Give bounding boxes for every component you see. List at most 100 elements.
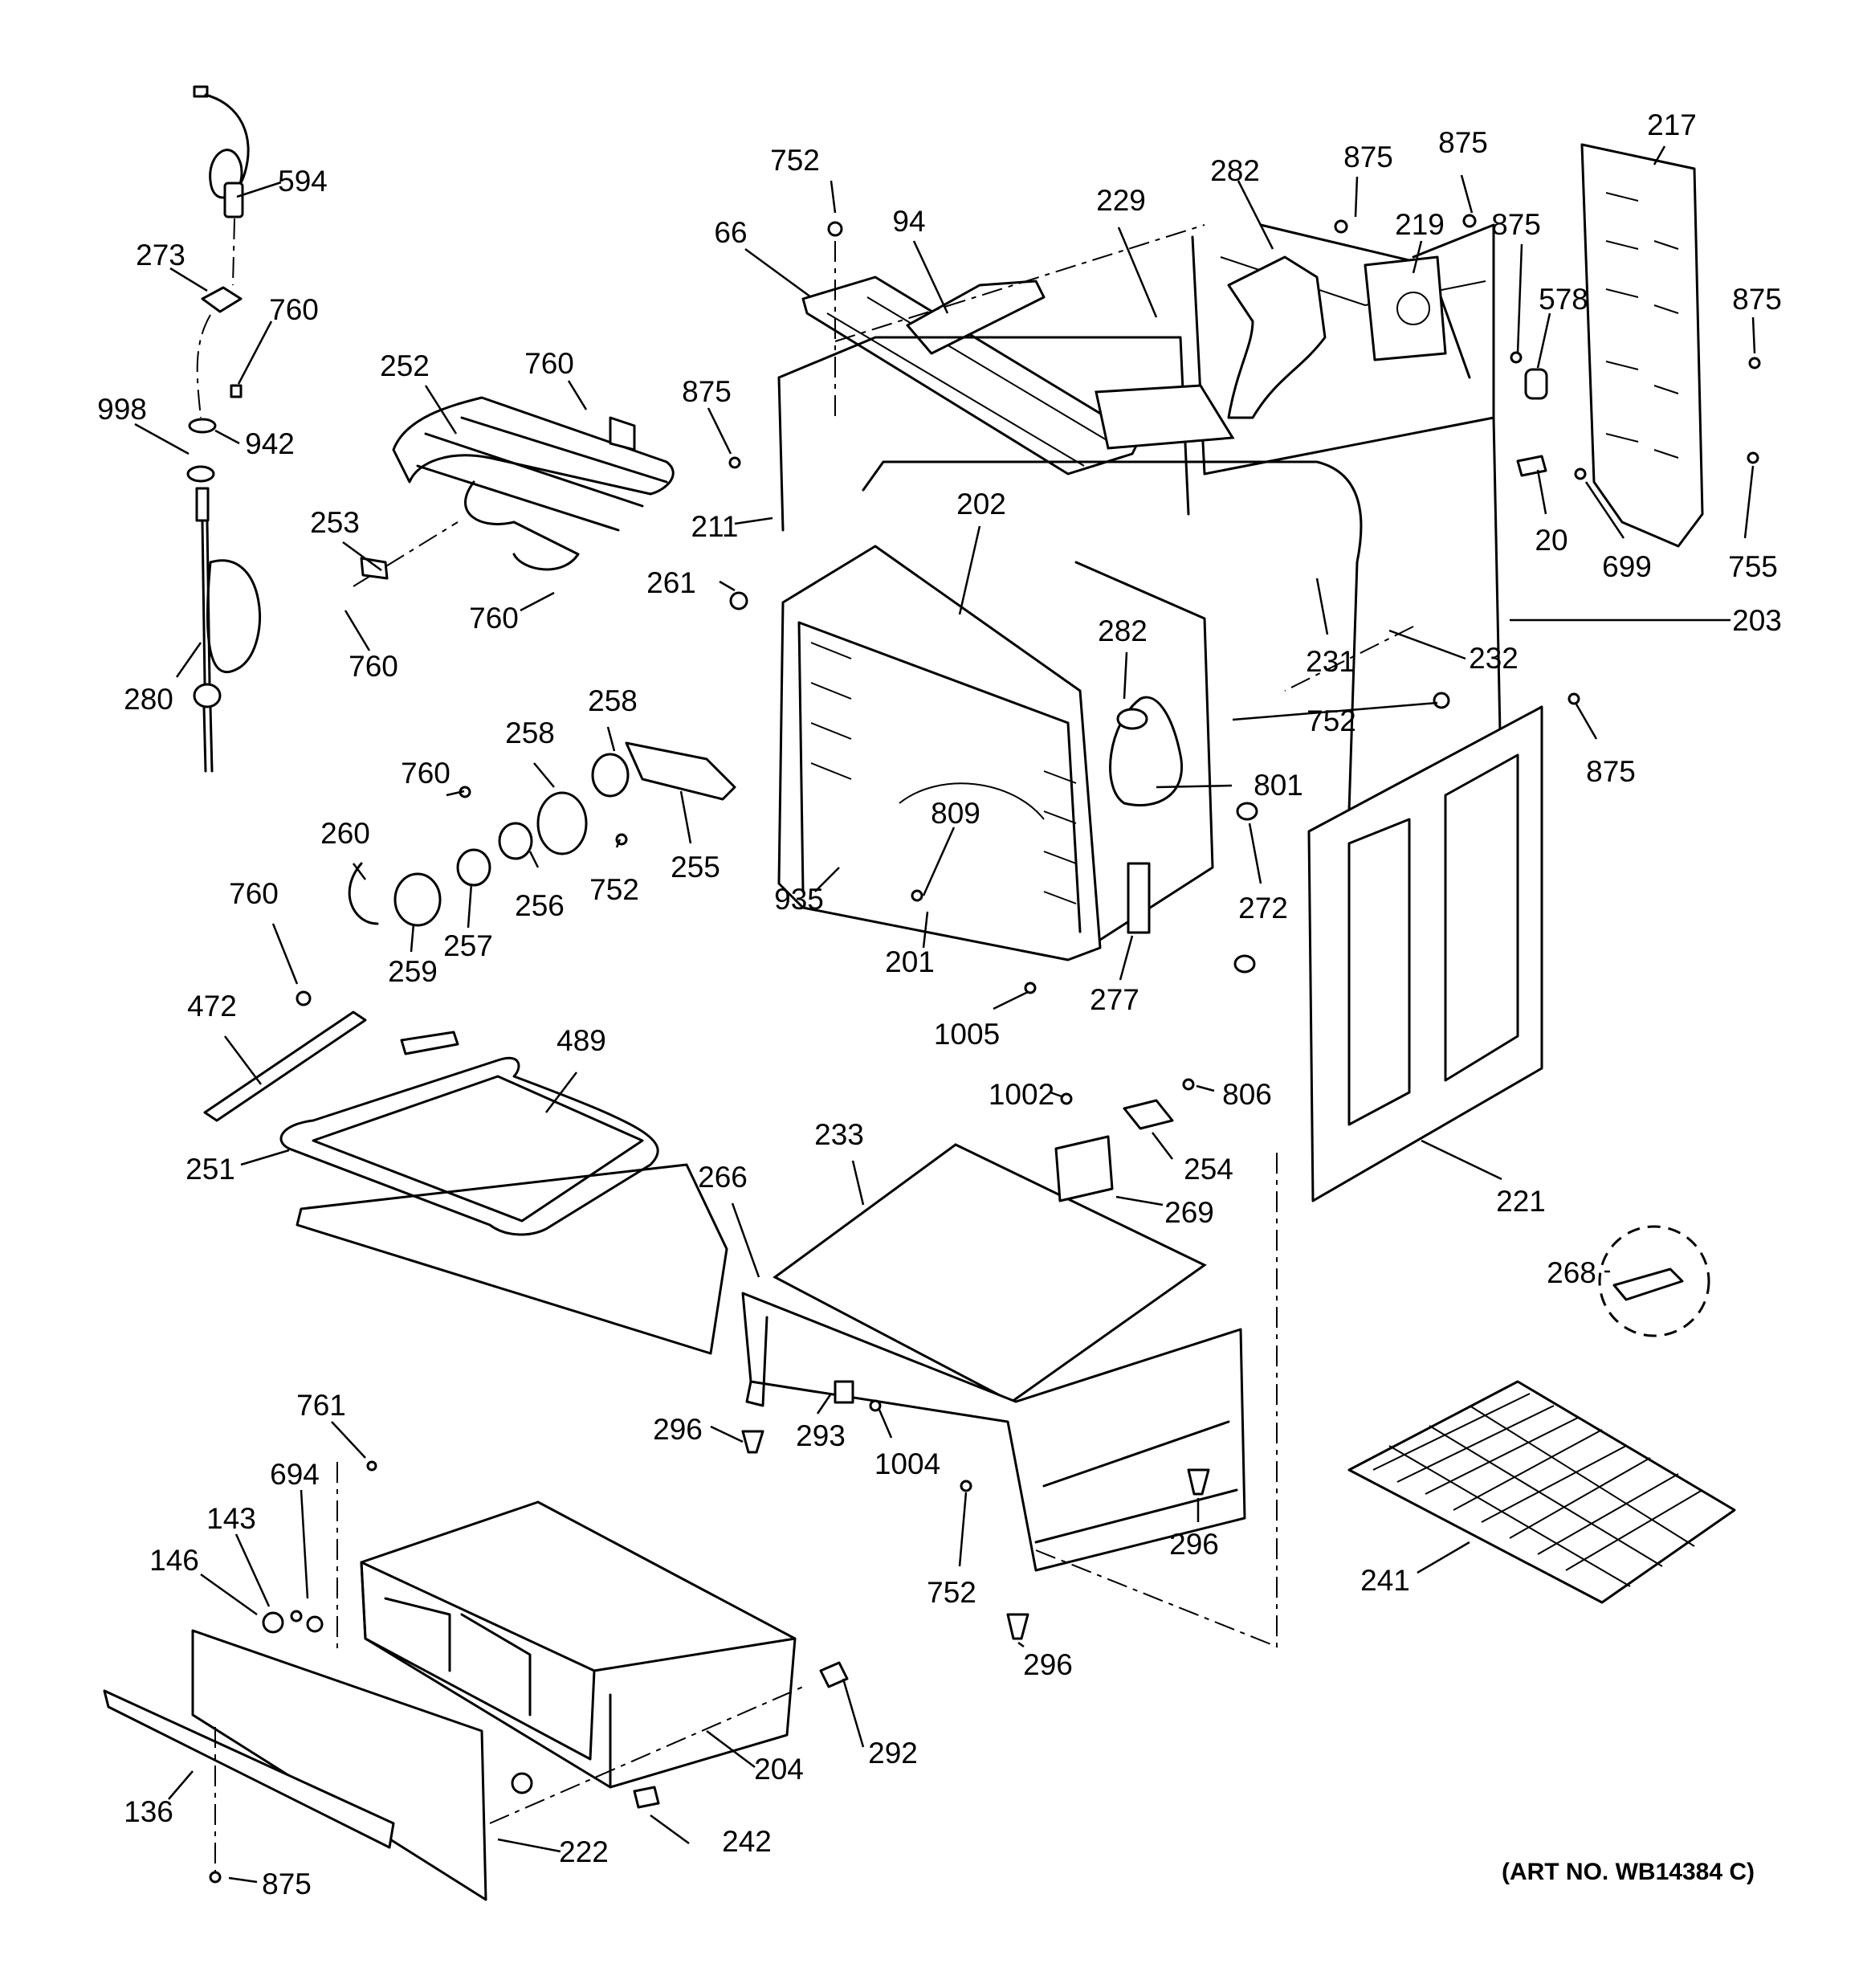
callout-998: 998: [97, 393, 147, 426]
callout-1004: 1004: [874, 1447, 940, 1480]
callout-292: 292: [868, 1737, 918, 1770]
callout-801: 801: [1254, 769, 1303, 802]
callout-146: 146: [149, 1544, 199, 1577]
vent-cover-219: [1364, 255, 1447, 361]
oven-sensor-280: [186, 286, 261, 773]
callout-233: 233: [814, 1118, 864, 1151]
callout-258: 258: [505, 716, 555, 749]
callout-217: 217: [1647, 108, 1697, 141]
callout-251: 251: [185, 1153, 235, 1186]
insulation-229: [1095, 384, 1235, 450]
callout-760: 760: [524, 347, 574, 380]
grommet-272: [1233, 802, 1258, 974]
callout-280: 280: [124, 683, 173, 716]
callout-578: 578: [1539, 283, 1588, 316]
callout-219: 219: [1395, 208, 1445, 241]
bake-element-801: [1109, 696, 1183, 806]
callout-875: 875: [262, 1868, 312, 1900]
callout-594: 594: [278, 165, 328, 198]
callout-875: 875: [1343, 141, 1393, 173]
callout-760: 760: [401, 757, 450, 790]
terminal-block-254: [1054, 1078, 1195, 1202]
callout-752: 752: [589, 873, 639, 906]
rear-panel-217: [1580, 143, 1704, 548]
bake-element-251: [203, 1010, 728, 1355]
callout-254: 254: [1184, 1153, 1233, 1186]
callout-694: 694: [270, 1458, 320, 1491]
callout-755: 755: [1728, 550, 1778, 583]
callout-231: 231: [1306, 645, 1355, 678]
sensor-wire-594: [193, 85, 250, 286]
callout-296: 296: [1023, 1648, 1073, 1681]
callout-296: 296: [653, 1413, 703, 1446]
callout-760: 760: [349, 650, 398, 683]
callout-266: 266: [698, 1161, 748, 1194]
callout-272: 272: [1238, 892, 1288, 925]
callout-labels: 594 273 760 998 942 280 252 760 253 760 …: [97, 108, 1782, 1900]
oven-liner-201: [777, 545, 1214, 961]
callout-222: 222: [559, 1835, 609, 1868]
callout-211: 211: [691, 510, 739, 543]
drawer-handle-136: [103, 1689, 395, 1849]
detail-circle-268: [1598, 1225, 1710, 1337]
oven-rack-241: [1347, 1380, 1736, 1604]
lower-frame-266: [741, 1153, 1278, 1648]
callout-806: 806: [1222, 1078, 1272, 1111]
bottom-insulation-233: [773, 1143, 1207, 1403]
callout-221: 221: [1496, 1185, 1546, 1218]
art-number: (ART NO. WB14384 C): [1502, 1859, 1755, 1885]
callout-232: 232: [1469, 642, 1519, 675]
callout-760: 760: [469, 602, 519, 635]
callout-875: 875: [1491, 208, 1541, 241]
callout-259: 259: [388, 955, 438, 988]
callout-293: 293: [796, 1419, 846, 1452]
callout-202: 202: [956, 488, 1006, 520]
callout-296: 296: [1169, 1528, 1219, 1561]
callout-260: 260: [320, 817, 370, 850]
callout-875: 875: [1732, 283, 1782, 316]
convection-fan-assembly: [348, 741, 736, 927]
callout-875: 875: [1438, 126, 1488, 159]
callout-1005: 1005: [934, 1018, 1000, 1051]
callout-261: 261: [646, 566, 696, 599]
callout-203: 203: [1732, 604, 1782, 637]
callout-256: 256: [515, 889, 565, 922]
callout-253: 253: [310, 506, 360, 539]
callout-252: 252: [380, 349, 430, 382]
callout-268: 268: [1547, 1256, 1596, 1289]
callout-201: 201: [885, 945, 935, 978]
callout-257: 257: [443, 929, 493, 962]
air-duct-282: [1227, 255, 1327, 419]
callout-472: 472: [187, 990, 237, 1023]
callout-229: 229: [1096, 184, 1146, 217]
broil-element-252: [353, 396, 675, 587]
callout-273: 273: [136, 239, 185, 271]
callout-752: 752: [927, 1576, 976, 1609]
callout-241: 241: [1360, 1564, 1410, 1597]
callout-94: 94: [892, 205, 925, 238]
storage-drawer-204: [360, 1500, 797, 1789]
callout-277: 277: [1090, 983, 1139, 1016]
vent-bracket-66: [801, 241, 1142, 476]
limit-switch-578: [1516, 368, 1548, 477]
callout-204: 204: [754, 1753, 804, 1786]
callout-143: 143: [206, 1502, 256, 1535]
leader-lines: [134, 145, 1756, 1884]
fasteners: [209, 214, 1761, 1884]
callout-282: 282: [1098, 614, 1148, 647]
callout-66: 66: [714, 216, 747, 249]
callout-699: 699: [1602, 550, 1652, 583]
callout-258: 258: [588, 684, 638, 717]
callout-1002: 1002: [989, 1078, 1054, 1111]
callout-269: 269: [1164, 1196, 1214, 1229]
callout-20: 20: [1535, 524, 1567, 557]
callout-242: 242: [722, 1825, 772, 1858]
callout-255: 255: [671, 851, 720, 884]
side-panel-221: [1307, 705, 1543, 1202]
callout-752: 752: [1307, 704, 1356, 737]
callout-282: 282: [1210, 154, 1260, 187]
callout-761: 761: [296, 1389, 346, 1422]
callout-136: 136: [124, 1795, 173, 1828]
hinge-receiver-277: [1127, 862, 1151, 934]
